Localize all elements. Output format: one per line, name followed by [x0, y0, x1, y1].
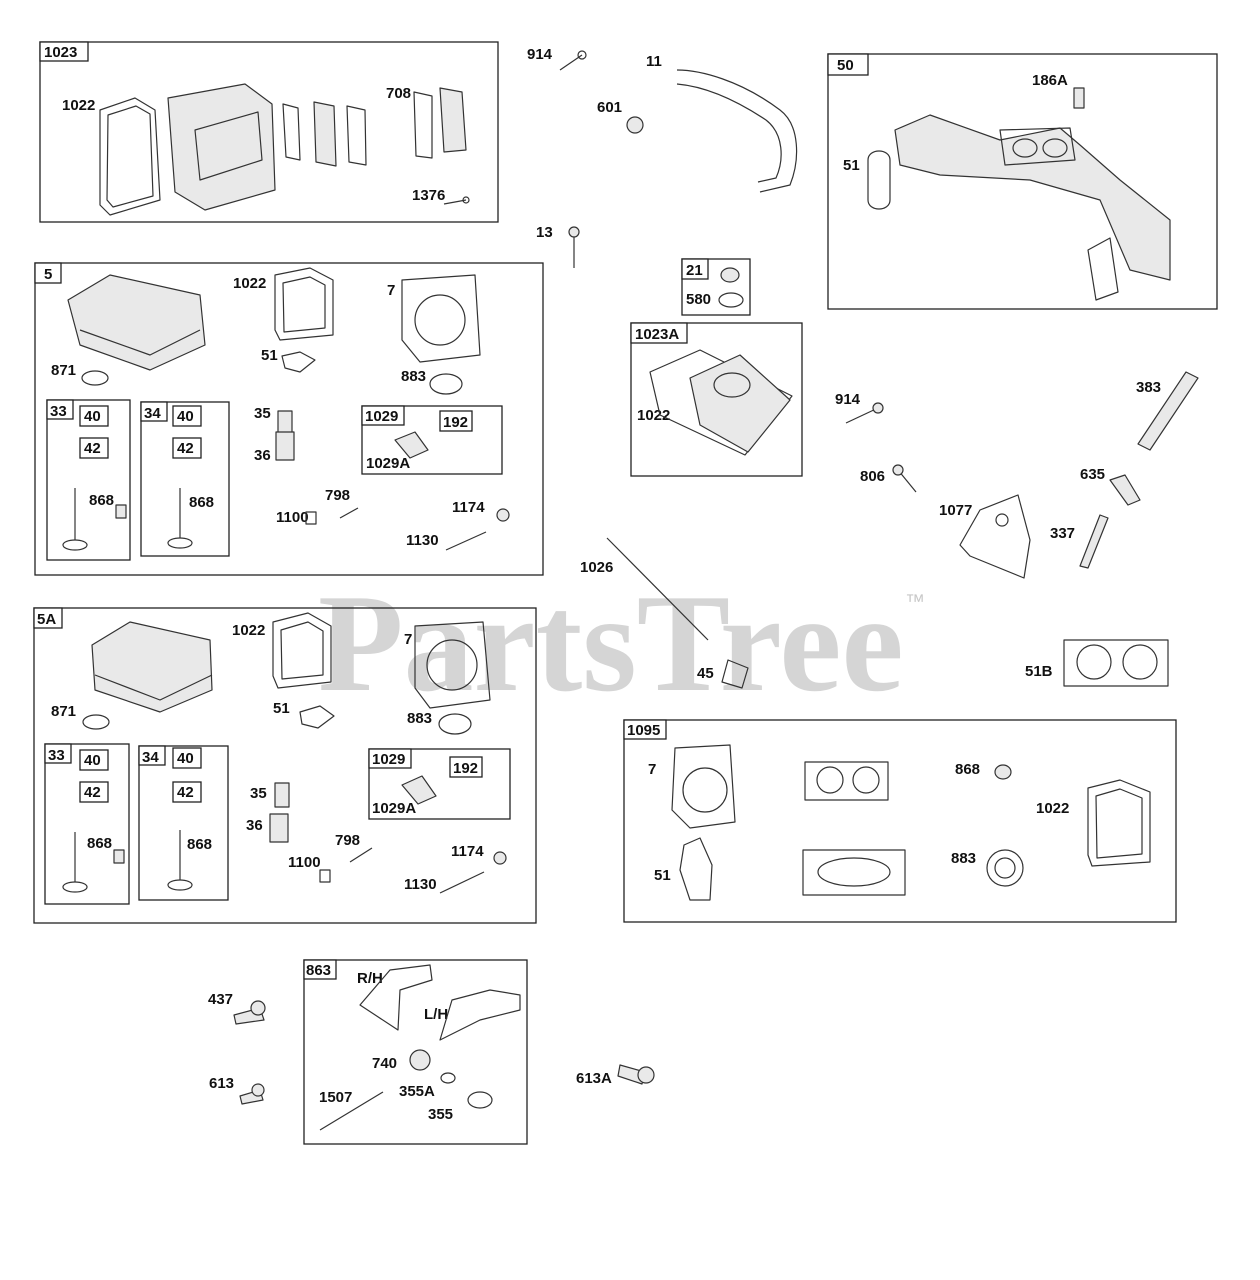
sub33-868-g5: 868	[89, 492, 114, 509]
label-186A: 186A	[1032, 72, 1068, 89]
group-863: 863 R/H L/H 740 355A 1507 355	[303, 959, 528, 1145]
label-51-manifold: 51	[843, 157, 860, 174]
sub34-868-g5A: 868	[187, 836, 212, 853]
label-798-g5: 798	[325, 487, 350, 504]
label-1029A-g5A: 1029A	[372, 800, 416, 817]
sub33-42-g5: 42	[84, 440, 101, 457]
sub33-40-g5: 40	[84, 408, 101, 425]
label-437: 437	[208, 991, 233, 1008]
label-51-g1095: 51	[654, 867, 671, 884]
label-883-g1095: 883	[951, 850, 976, 867]
label-RH: R/H	[357, 970, 383, 987]
label-871-g5: 871	[51, 362, 76, 379]
group-50-tag: 50	[837, 57, 854, 74]
label-708: 708	[386, 85, 411, 102]
label-51B: 51B	[1025, 663, 1053, 680]
label-740: 740	[372, 1055, 397, 1072]
label-383: 383	[1136, 379, 1161, 396]
group-1023A-tag: 1023A	[635, 326, 679, 343]
group-5A: 5A 1022 7 871 51 883 35 36 1029 192 1029…	[33, 607, 537, 924]
label-1022-g1095: 1022	[1036, 800, 1069, 817]
label-601: 601	[597, 99, 622, 116]
label-36-g5A: 36	[246, 817, 263, 834]
label-883-g5: 883	[401, 368, 426, 385]
label-35-g5A: 35	[250, 785, 267, 802]
sub33-40-g5A: 40	[84, 752, 101, 769]
label-1100-g5: 1100	[276, 509, 309, 526]
sub33-42-g5A: 42	[84, 784, 101, 801]
label-1022-g5A: 1022	[232, 622, 265, 639]
label-192-g5A: 192	[453, 760, 478, 777]
group-1023: 1023 1022 708 1376	[39, 41, 499, 223]
group-1029-tag-g5: 1029	[365, 408, 398, 425]
label-1130-g5A: 1130	[404, 876, 437, 893]
label-192-g5: 192	[443, 414, 468, 431]
group-21: 21 580	[681, 258, 751, 316]
group-5-tag: 5	[44, 266, 52, 283]
label-798-g5A: 798	[335, 832, 360, 849]
label-13: 13	[536, 224, 553, 241]
sub33-tag-g5: 33	[50, 403, 67, 420]
label-355A: 355A	[399, 1083, 435, 1100]
label-1376: 1376	[412, 187, 445, 204]
sub34-tag-g5A: 34	[142, 749, 159, 766]
label-871-g5A: 871	[51, 703, 76, 720]
label-1029A-g5: 1029A	[366, 455, 410, 472]
label-7-g1095: 7	[648, 761, 656, 778]
label-1022-1023A: 1022	[637, 407, 670, 424]
label-1174-g5A: 1174	[451, 843, 484, 860]
label-914-top: 914	[527, 46, 553, 63]
group-50: 50 186A 51	[827, 53, 1218, 310]
label-35-g5: 35	[254, 405, 271, 422]
label-1026: 1026	[580, 559, 613, 576]
group-5A-tag: 5A	[37, 611, 56, 628]
label-51-g5: 51	[261, 347, 278, 364]
label-1174-g5: 1174	[452, 499, 485, 516]
label-45: 45	[697, 665, 714, 682]
label-1077: 1077	[939, 502, 972, 519]
label-1507: 1507	[319, 1089, 352, 1106]
label-1100-g5A: 1100	[288, 854, 321, 871]
sub34-42-g5A: 42	[177, 784, 194, 801]
group-1023-tag: 1023	[44, 44, 77, 61]
label-51-g5A: 51	[273, 700, 290, 717]
label-1022-g5: 1022	[233, 275, 266, 292]
label-1022: 1022	[62, 97, 95, 114]
label-883-g5A: 883	[407, 710, 432, 727]
sub34-42-g5: 42	[177, 440, 194, 457]
group-5: 5 1022 7 871 51 883 35 36 1029 192 1029A…	[34, 262, 544, 576]
sub34-40-g5A: 40	[177, 750, 194, 767]
sub34-868-g5: 868	[189, 494, 214, 511]
label-7-g5: 7	[387, 282, 395, 299]
group-1095: 1095 7 868 1022 51 883	[623, 719, 1177, 923]
label-613: 613	[209, 1075, 234, 1092]
sub34-tag-g5: 34	[144, 405, 161, 422]
label-7-g5A: 7	[404, 631, 412, 648]
label-355: 355	[428, 1106, 453, 1123]
group-21-tag: 21	[686, 262, 703, 279]
label-1130-g5: 1130	[406, 532, 439, 549]
group-1029-tag-g5A: 1029	[372, 751, 405, 768]
watermark-tm: ™	[905, 591, 925, 613]
label-914-right: 914	[835, 391, 861, 408]
label-36-g5: 36	[254, 447, 271, 464]
label-806: 806	[860, 468, 885, 485]
label-635: 635	[1080, 466, 1105, 483]
group-1023A: 1023A 1022	[630, 322, 803, 477]
watermark-brand: PartsTree	[318, 566, 904, 721]
label-580: 580	[686, 291, 711, 308]
group-1095-tag: 1095	[627, 722, 660, 739]
sub33-868-g5A: 868	[87, 835, 112, 852]
group-863-tag: 863	[306, 962, 331, 979]
label-868-g1095: 868	[955, 761, 980, 778]
sub34-40-g5: 40	[177, 408, 194, 425]
label-613A: 613A	[576, 1070, 612, 1087]
label-11: 11	[646, 53, 662, 70]
label-LH: L/H	[424, 1006, 448, 1023]
label-337: 337	[1050, 525, 1075, 542]
sub33-tag-g5A: 33	[48, 747, 65, 764]
